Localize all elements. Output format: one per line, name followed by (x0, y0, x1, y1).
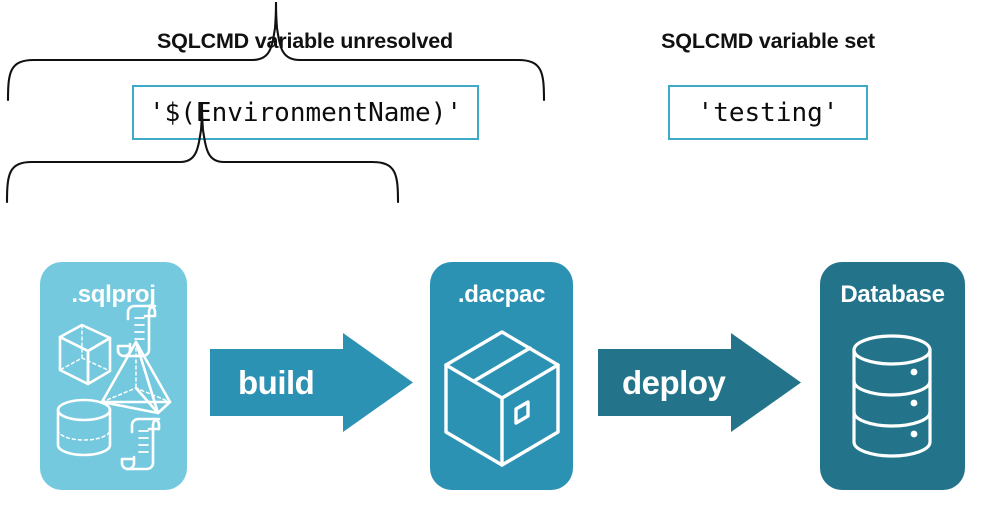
card-dacpac-label: .dacpac (457, 281, 546, 308)
card-database-label: Database (840, 281, 945, 308)
code-box-testing: 'testing' (668, 85, 868, 140)
brace-left-svg (6, 1, 546, 102)
arrow-build-shape (210, 333, 413, 432)
script-scroll-icon (120, 417, 161, 471)
card-sqlproj[interactable]: .sqlproj (40, 262, 187, 490)
code-box-environment-name: '$(EnvironmentName)' (132, 85, 479, 140)
card-database[interactable]: Database (820, 262, 965, 490)
pyramid-icon (100, 340, 172, 415)
header-sqlcmd-variable-set: SQLCMD variable set (661, 29, 875, 53)
cube-icon (58, 323, 112, 386)
arrow-deploy-shape (598, 333, 801, 432)
card-sqlproj-label: .sqlproj (71, 281, 156, 308)
database-cylinder-icon (852, 334, 932, 458)
header-sqlcmd-variable-unresolved: SQLCMD variable unresolved (157, 29, 453, 53)
card-dacpac-artwork (444, 330, 560, 467)
brace-left (0, 0, 548, 102)
brace-right (0, 102, 405, 204)
card-database-artwork (852, 334, 932, 458)
arrow-build[interactable]: build (210, 330, 415, 435)
card-sqlproj-artwork (56, 304, 172, 471)
script-scroll-icon (116, 304, 157, 358)
arrow-deploy[interactable]: deploy (598, 330, 803, 435)
package-box-icon (444, 330, 560, 467)
brace-right-svg (5, 103, 400, 204)
card-dacpac[interactable]: .dacpac (430, 262, 573, 490)
cylinder-icon (56, 398, 112, 457)
code-box-right-value: 'testing' (697, 97, 839, 128)
